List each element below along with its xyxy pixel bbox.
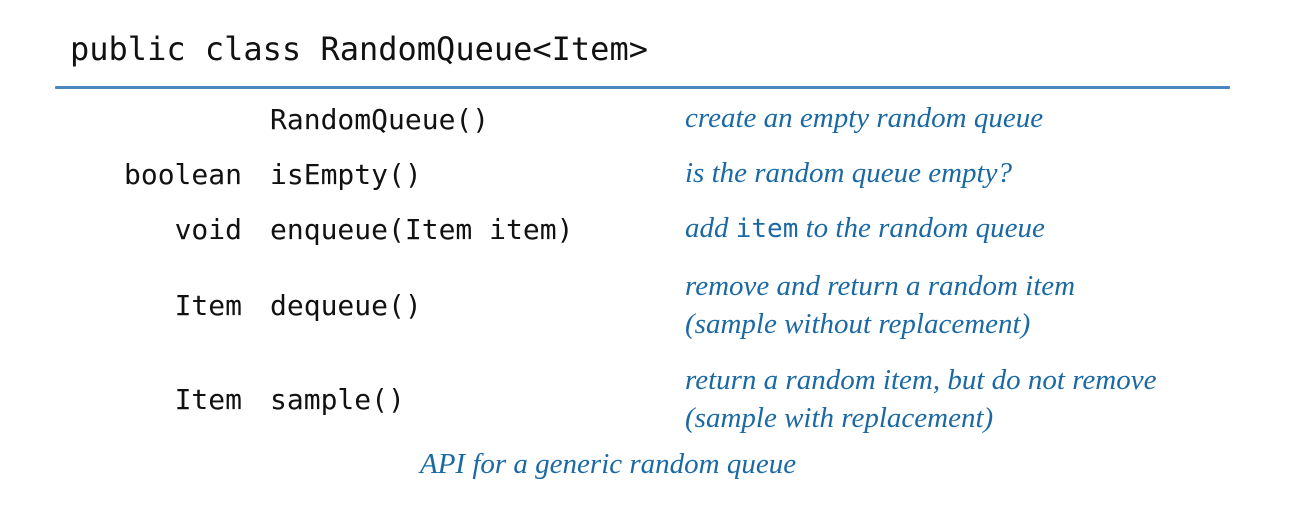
method-signature: dequeue() xyxy=(270,288,422,322)
description-text: add xyxy=(685,212,736,244)
method-signature: sample() xyxy=(270,382,405,416)
class-declaration: public class RandomQueue<Item> xyxy=(70,30,648,68)
method-signature: RandomQueue() xyxy=(270,102,490,136)
api-table: RandomQueue() create an empty random que… xyxy=(0,95,1292,441)
method-description: add item to the random queue xyxy=(685,210,1292,248)
description-text: to the random queue xyxy=(798,212,1045,244)
table-row-sample: Item sample() return a random item, but … xyxy=(0,357,1292,441)
return-type: boolean xyxy=(123,157,242,191)
description-text: return a random item, but do not remove xyxy=(685,363,1157,396)
return-type: Item xyxy=(174,382,242,416)
method-description: create an empty random queue xyxy=(685,100,1292,138)
return-type: void xyxy=(174,212,242,246)
inline-code: item xyxy=(735,214,799,244)
table-row-enqueue: void enqueue(Item item) add item to the … xyxy=(0,205,1292,253)
return-type: Item xyxy=(174,288,242,322)
description-text: remove and return a random item xyxy=(685,269,1076,302)
table-row-constructor: RandomQueue() create an empty random que… xyxy=(0,95,1292,143)
method-description: return a random item, but do not remove (… xyxy=(685,362,1292,437)
description-text: create an empty random queue xyxy=(685,102,1044,134)
table-row-dequeue: Item dequeue() remove and return a rando… xyxy=(0,253,1292,357)
method-signature: enqueue(Item item) xyxy=(270,212,574,246)
header-divider-rule xyxy=(55,86,1230,89)
method-description: remove and return a random item (sample w… xyxy=(685,268,1292,343)
description-text: is the random queue empty? xyxy=(685,157,1012,189)
description-line2: (sample without replacement) xyxy=(685,307,1031,340)
method-description: is the random queue empty? xyxy=(685,155,1292,193)
figure-caption: API for a generic random queue xyxy=(420,448,797,480)
table-row-isempty: boolean isEmpty() is the random queue em… xyxy=(0,143,1292,205)
description-line2: (sample with replacement) xyxy=(685,401,994,434)
method-signature: isEmpty() xyxy=(270,157,422,191)
